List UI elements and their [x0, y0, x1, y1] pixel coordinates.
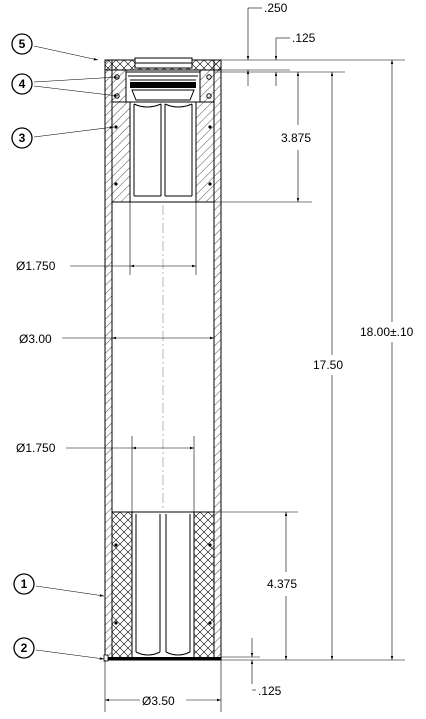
top-end-cap: [104, 57, 222, 71]
dim-top-offset: .125: [292, 31, 316, 45]
dim-inner-diameter-upper: Ø1.750: [16, 259, 56, 273]
balloon-2: 2: [13, 637, 105, 660]
balloon-3: 3: [11, 126, 115, 149]
dim-inner-diameter-lower: Ø1.750: [16, 441, 56, 455]
dim-lower-insert-length: 4.375: [267, 577, 297, 591]
svg-text:1: 1: [21, 577, 28, 591]
dimension-labels: .250 .125 3.875 Ø1.750 Ø3.00 18.00±.10 1…: [16, 1, 414, 708]
svg-text:5: 5: [19, 37, 26, 51]
dim-tube-diameter: Ø3.00: [19, 332, 52, 346]
dimension-lines: [62, 7, 394, 702]
svg-text:3: 3: [19, 131, 26, 145]
dim-bottom-offset: .125: [258, 684, 282, 698]
svg-text:4: 4: [19, 77, 26, 91]
dim-overall-length: 18.00±.10: [360, 325, 414, 339]
dim-top-step: .250: [264, 1, 288, 15]
dim-inner-length: 17.50: [313, 358, 343, 372]
dim-upper-insert-length: 3.875: [281, 131, 311, 145]
balloon-5: 5: [11, 33, 99, 61]
bottom-seal: [103, 654, 109, 662]
dim-outer-diameter: Ø3.50: [142, 694, 175, 708]
bottom-end-cap: [105, 657, 221, 660]
upper-insert: [111, 101, 215, 203]
svg-text:2: 2: [21, 641, 28, 655]
retaining-ring-assembly: [111, 69, 215, 103]
balloon-4: 4: [11, 73, 119, 97]
balloon-1: 1: [13, 573, 105, 597]
lower-insert: [111, 511, 215, 661]
